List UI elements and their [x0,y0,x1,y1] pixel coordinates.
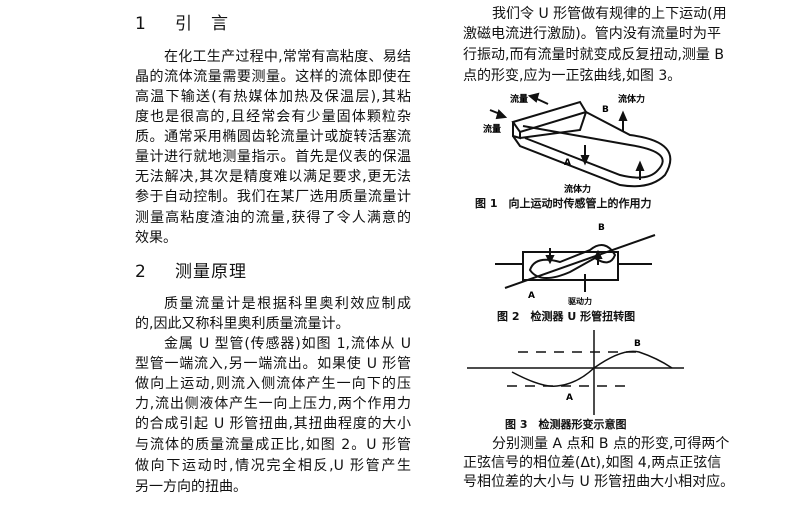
paragraph-line: 另一方向的扭曲。 [135,479,247,495]
paragraph-line: 质量流量计是根据科里奥利效应制成 [164,296,411,312]
figure-2-caption: 图 2 检测器 U 形管扭转图 [497,310,636,323]
drive-force-label: 驱动力 [568,296,592,305]
paragraph-line: 我们令 U 形管做有规律的上下运动(用 [492,6,727,22]
figure-1-caption: 图 1 向上运动时传感管上的作用力 [475,197,652,210]
paragraph-line: 参于自动控制。我们在某厂选用质量流量计 [135,189,411,205]
paragraph-line: 晶的流体流量需要测量。这样的流体即使在 [135,69,411,85]
paragraph-line: 在化工生产过程中,常常有高粘度、易结 [164,49,411,65]
point-a-label: A [566,393,573,403]
paragraph-line: 做向下运动时,情况完全相反,U 形管产生 [135,458,411,474]
figure-3-deformation: B A [467,330,684,415]
paragraph-line: 做向上运动,则流入侧流体产生一向下的压 [135,376,411,392]
flow-label: 流量 [510,93,528,105]
paragraph-line: 分别测量 A 点和 B 点的形变,可得两个 [492,436,730,452]
point-b-label: B [602,105,609,115]
paragraph-line: 型管一端流入,另一端流出。如果使 U 形管 [135,356,411,372]
point-b-label: B [598,223,605,233]
figure-1-u-tube: 流量 流量 流体力 流体力 B A [483,92,672,195]
paragraph-line: 行振动,而有流量时就变成反复扭动,测量 B [463,47,724,63]
paragraph-line: 与流体的质量流量成正比,如图 2。U 形管 [135,437,411,453]
section-number: 1 [135,14,147,34]
section-number: 2 [135,262,147,282]
paragraph-line: 质。通常采用椭圆齿轮流量计或旋转活塞流 [135,129,411,145]
paragraph-line: 无法解决,其次是精度难以满足要求,更无法 [135,169,411,185]
section-title: 测量原理 [175,262,247,282]
figure-2-torsion: B A 驱动力 [495,223,656,305]
paragraph-line: 高温下输送(有热媒体加热及保温层),其粘 [135,89,411,105]
fluid-force-label: 流体力 [564,183,591,195]
paragraph-line: 金属 U 型管(传感器)如图 1,流体从 U [164,336,411,352]
paragraph-line: 测量高粘度渣油的流量,获得了令人满意的 [135,210,411,226]
section-title: 引 言 [175,14,229,34]
point-b-label: B [634,339,641,349]
paragraph-line: 正弦信号的相位差(Δt),如图 4,两点正弦信 [463,455,722,471]
paragraph-line: 力,流出侧液体产生一向上压力,两个作用力 [135,396,411,412]
paragraph-line: 号相位差的大小与 U 形管扭曲大小相对应。 [463,474,735,490]
paragraph-line: 激磁电流进行激励)。管内没有流量时为平 [463,26,721,42]
fluid-force-label: 流体力 [618,93,645,105]
paragraph-line: 效果。 [135,230,177,246]
paragraph-line: 点的形变,应为一正弦曲线,如图 3。 [463,68,682,84]
section-2-heading: 2 测量原理 [135,262,247,282]
point-a-label: A [564,158,571,168]
figure-3-caption: 图 3 检测器形变示意图 [505,418,627,431]
flow-label: 流量 [483,123,501,135]
paragraph-line: 的合成引起 U 形管扭曲,其扭曲程度的大小 [135,416,411,432]
paragraph-line: 量计进行就地测量指示。首先是仪表的保温 [135,149,411,165]
section-1-heading: 1 引 言 [135,14,229,34]
paragraph-line: 度也是很高的,且经常会有少量固体颗粒杂 [135,109,411,125]
point-a-label: A [528,291,535,301]
paragraph-line: 的,因此又称科里奥利质量流量计。 [135,316,350,332]
